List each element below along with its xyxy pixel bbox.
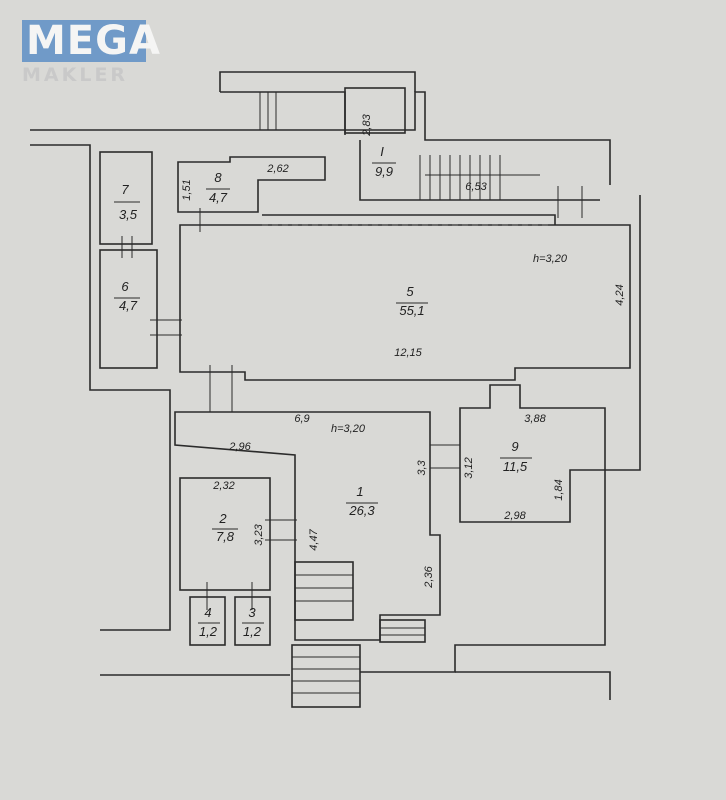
dim-6-53: 6,53 <box>465 181 487 193</box>
dim-3-12: 3,12 <box>463 457 475 478</box>
room-3-area: 1,2 <box>243 624 262 639</box>
dim-3-3: 3,3 <box>416 459 428 475</box>
room-4-area: 1,2 <box>199 624 218 639</box>
mega-makler-logo: MEGA MAKLER <box>22 20 160 86</box>
room-3-number: 3 <box>248 605 256 620</box>
dim-6-9: 6,9 <box>294 413 309 425</box>
room-8-area: 4,7 <box>209 190 228 205</box>
bottom-stairs <box>291 561 426 708</box>
height-room-5: h=3,20 <box>533 253 568 265</box>
logo-makler-text: MAKLER <box>22 64 129 86</box>
room-7-walls <box>99 151 153 245</box>
dim-1-51: 1,51 <box>181 179 193 200</box>
dim-12-15: 12,15 <box>394 347 422 359</box>
room-8-walls <box>177 156 326 213</box>
room-4-number: 4 <box>204 605 211 620</box>
room-7-area: 3,5 <box>119 207 138 222</box>
room-7-number: 7 <box>121 182 129 197</box>
room-5-walls <box>179 224 631 381</box>
lower-line-right <box>455 671 611 700</box>
room-6-area: 4,7 <box>119 298 138 313</box>
dim-3-88: 3,88 <box>524 413 546 425</box>
room-2-area: 7,8 <box>216 529 235 544</box>
room-6-walls <box>99 249 158 369</box>
outer-wall-top <box>30 91 611 185</box>
dim-2-32: 2,32 <box>212 480 234 492</box>
stair-I-steps <box>259 92 540 200</box>
dim-3-23: 3,23 <box>253 523 265 545</box>
dim-2-98: 2,98 <box>503 510 526 522</box>
room-2-walls <box>179 477 271 591</box>
dim-2-62: 2,62 <box>266 163 288 175</box>
stair-I-walls <box>359 140 600 201</box>
height-room-1: h=3,20 <box>331 423 366 435</box>
dim-1-84: 1,84 <box>553 479 565 500</box>
stair-I-box <box>344 87 406 134</box>
room-6-number: 6 <box>121 279 129 294</box>
room-1-area: 26,3 <box>348 503 375 518</box>
room-9-walls <box>459 384 606 523</box>
dim-4-47: 4,47 <box>308 528 320 550</box>
room-I-area: 9,9 <box>375 164 393 179</box>
logo-mega-text: MEGA <box>22 20 160 62</box>
dim-2-83: 2,83 <box>361 113 373 136</box>
room-9-number: 9 <box>511 439 518 454</box>
stair-top-wall <box>219 71 416 92</box>
outer-wall-right <box>360 195 641 673</box>
room-5-area: 55,1 <box>399 303 424 318</box>
room-5-number: 5 <box>406 284 414 299</box>
room-2-number: 2 <box>218 511 227 526</box>
area-underlines <box>114 162 532 624</box>
room-1-number: 1 <box>356 484 363 499</box>
room-8-number: 8 <box>214 170 222 185</box>
room-1-walls <box>174 411 441 641</box>
dim-2-96: 2,96 <box>228 441 251 453</box>
stair-top-inner <box>220 91 346 135</box>
room-5-top-wall <box>262 214 556 225</box>
dim-4-24: 4,24 <box>614 284 626 305</box>
outer-wall-left <box>30 144 171 631</box>
room-9-area: 11,5 <box>503 459 528 474</box>
room-I-number: I <box>380 144 384 159</box>
dim-2-36: 2,36 <box>423 565 435 588</box>
